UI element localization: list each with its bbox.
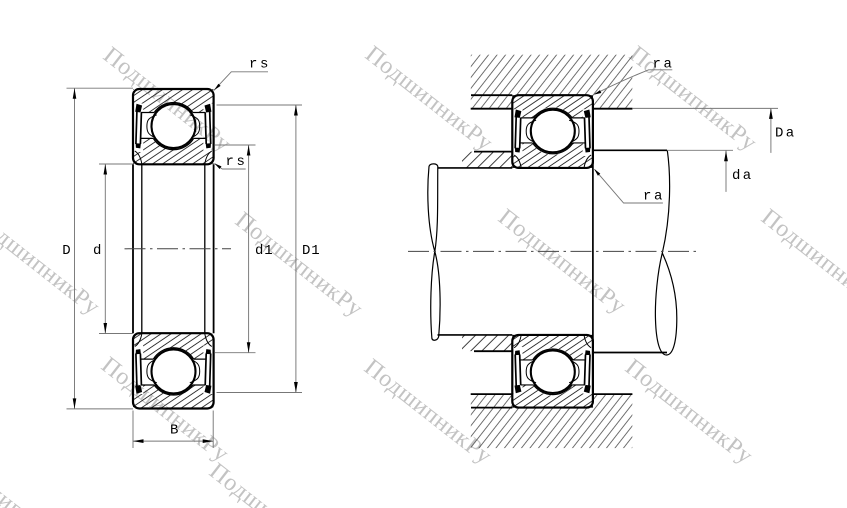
svg-text:D: D (62, 243, 72, 259)
svg-text:d: d (93, 243, 103, 259)
svg-text:d1: d1 (255, 243, 273, 259)
svg-text:B: B (170, 422, 180, 438)
svg-text:da: da (732, 168, 754, 184)
svg-text:D1: D1 (302, 243, 320, 259)
svg-text:ra: ra (653, 56, 675, 72)
svg-text:rs: rs (249, 57, 271, 73)
svg-text:ra: ra (643, 188, 665, 204)
svg-text:rs: rs (226, 154, 248, 170)
svg-text:Da: Da (775, 125, 797, 141)
